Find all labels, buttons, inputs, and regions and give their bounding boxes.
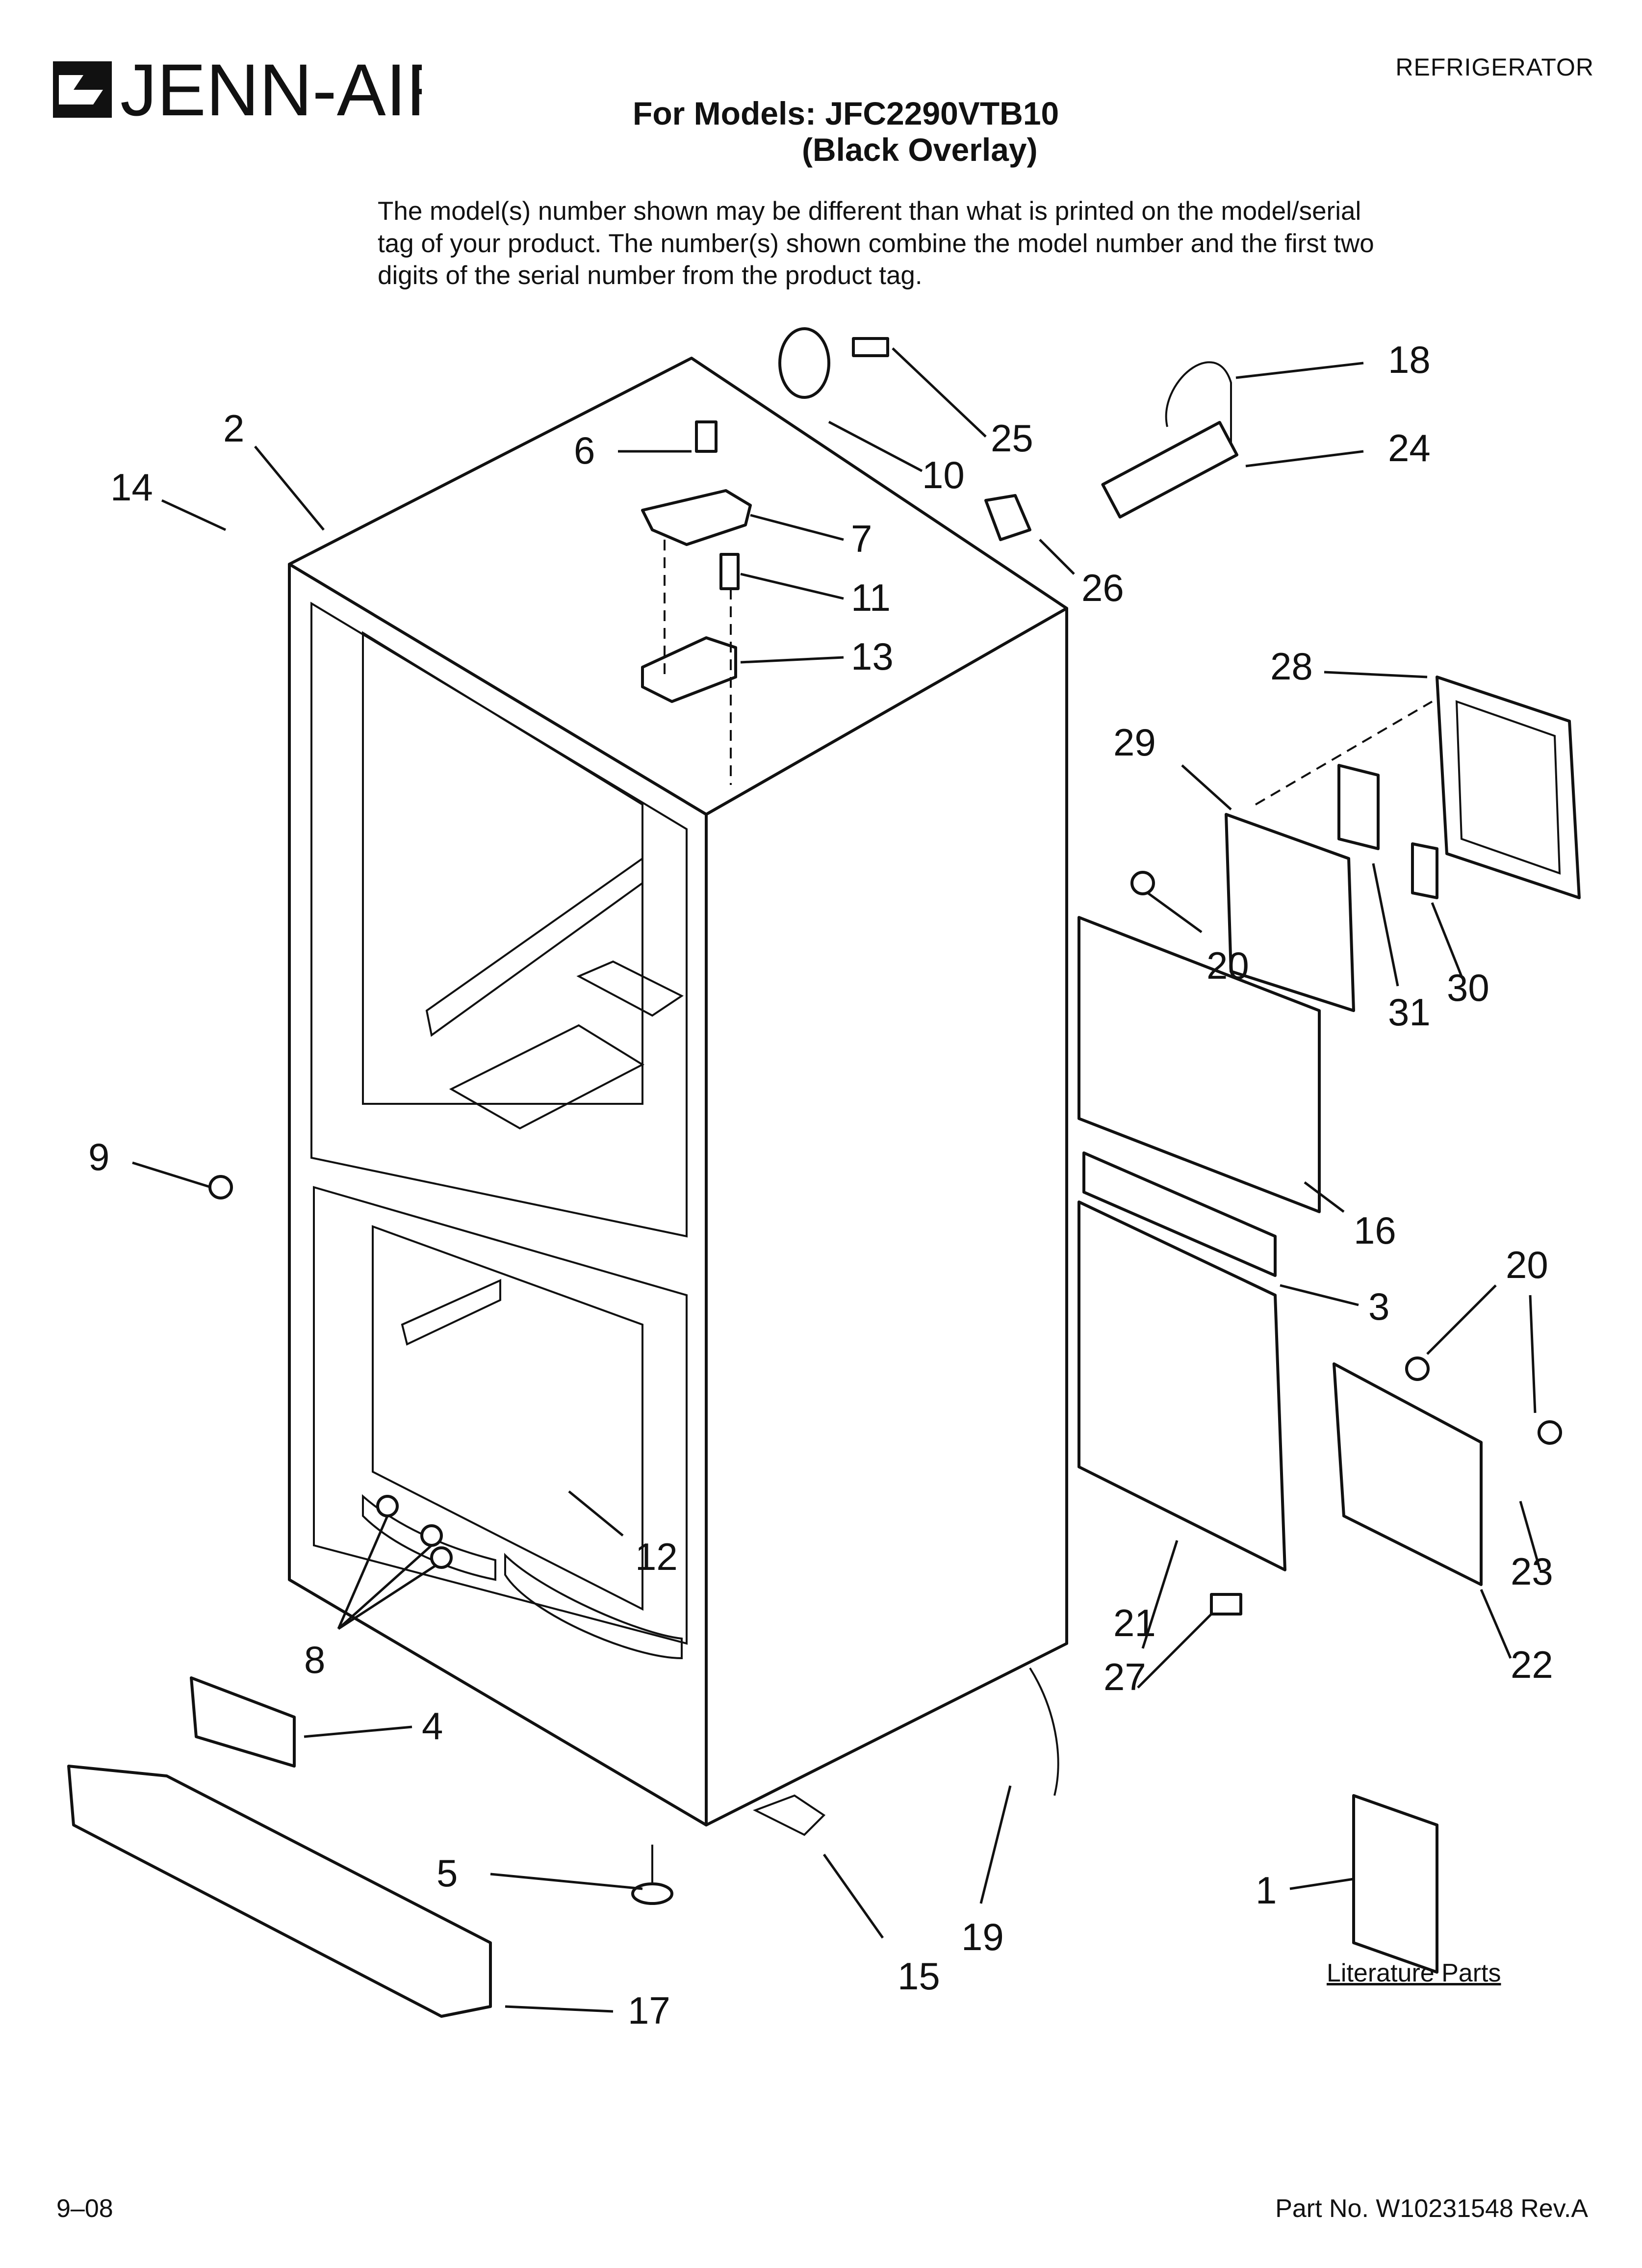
callout-4: 4 bbox=[422, 1704, 443, 1747]
control-housing bbox=[1225, 676, 1581, 1012]
base-parts bbox=[67, 1676, 1438, 2018]
callout-31: 31 bbox=[1388, 991, 1431, 1034]
callout-12: 12 bbox=[635, 1535, 678, 1578]
model-number: For Models: JFC2290VTB10 bbox=[633, 95, 1059, 131]
rear-panels bbox=[753, 916, 1483, 1836]
callout-18: 18 bbox=[1388, 338, 1431, 381]
callout-7: 7 bbox=[851, 517, 872, 560]
callout-29: 29 bbox=[1113, 721, 1156, 764]
category-label: REFRIGERATOR bbox=[1395, 53, 1594, 81]
callout-16: 16 bbox=[1354, 1209, 1396, 1252]
callout-22: 22 bbox=[1511, 1643, 1553, 1686]
top-hinge-assembly bbox=[641, 420, 752, 785]
callout-17: 17 bbox=[628, 1989, 670, 2032]
callout-26: 26 bbox=[1081, 566, 1124, 609]
callout-19: 19 bbox=[961, 1915, 1004, 1958]
revision-date: 9–08 bbox=[56, 2194, 113, 2223]
callout-1: 1 bbox=[1256, 1869, 1277, 1912]
brand-wordmark: JENN-AIR bbox=[120, 49, 422, 130]
callout-14: 14 bbox=[110, 466, 153, 509]
literature-parts-label: Literature Parts bbox=[1327, 1959, 1501, 1987]
jenn-air-logo: JENN-AIR bbox=[53, 49, 422, 130]
model-heading: For Models: JFC2290VTB10 (Black Overlay) bbox=[633, 95, 1059, 168]
callout-6: 6 bbox=[574, 429, 595, 472]
callout-numbers: 1 2 3 4 5 6 7 8 9 10 11 12 13 14 15 16 1… bbox=[88, 338, 1553, 2032]
callout-8: 8 bbox=[304, 1638, 325, 1681]
callout-27: 27 bbox=[1103, 1655, 1146, 1698]
callout-24: 24 bbox=[1388, 426, 1431, 469]
callout-28: 28 bbox=[1270, 645, 1313, 688]
callout-5: 5 bbox=[436, 1851, 458, 1895]
part-number: Part No. W10231548 Rev.A bbox=[1275, 2194, 1588, 2223]
callout-2: 2 bbox=[223, 407, 244, 450]
callout-30: 30 bbox=[1447, 966, 1489, 1009]
screws bbox=[208, 871, 1562, 1569]
model-notice: The model(s) number shown may be differe… bbox=[378, 197, 1374, 290]
upper-right-parts bbox=[778, 327, 1239, 541]
callout-11: 11 bbox=[851, 576, 891, 619]
jenn-air-logo-mark bbox=[53, 61, 112, 118]
callout-23: 23 bbox=[1511, 1550, 1553, 1593]
callout-25: 25 bbox=[991, 417, 1033, 460]
callout-9: 9 bbox=[88, 1135, 109, 1178]
model-variant: (Black Overlay) bbox=[802, 131, 1038, 168]
callout-21: 21 bbox=[1113, 1601, 1156, 1644]
callout-13: 13 bbox=[851, 635, 894, 678]
callout-3: 3 bbox=[1368, 1285, 1389, 1328]
leader-lines bbox=[132, 347, 1541, 2013]
callout-10: 10 bbox=[922, 453, 965, 496]
callout-20a: 20 bbox=[1206, 944, 1249, 987]
callout-20b: 20 bbox=[1506, 1243, 1548, 1286]
callout-15: 15 bbox=[898, 1955, 940, 1998]
refrigerator-cabinet bbox=[288, 357, 1068, 1826]
